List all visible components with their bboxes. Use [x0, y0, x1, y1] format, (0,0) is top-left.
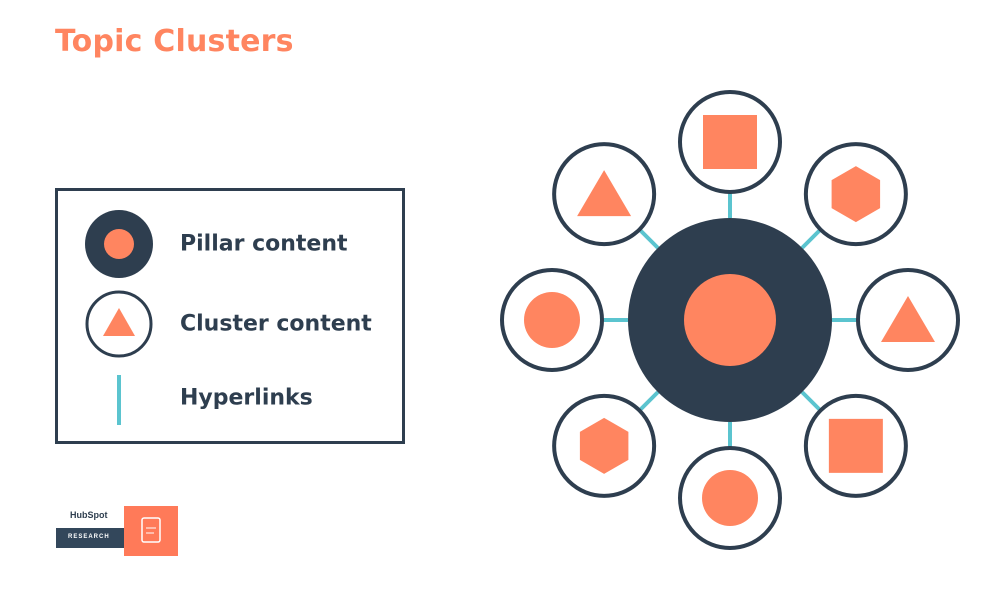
cluster-circle-shape-4	[702, 470, 758, 526]
cluster-square-shape-0	[703, 115, 757, 169]
cluster-triangle-shape-7	[577, 170, 632, 217]
cluster-square-shape-3	[828, 418, 883, 473]
logo-square	[124, 506, 178, 556]
hyperlink-7	[638, 228, 660, 250]
hyperlink-5	[638, 390, 660, 412]
legend-item-cluster: Cluster content	[58, 289, 402, 359]
legend-box: Pillar content Cluster content Hyperlink…	[55, 188, 405, 444]
hubspot-research-logo: HubSpot RESEARCH	[56, 506, 178, 556]
cluster-content-icon	[85, 290, 153, 358]
cluster-triangle-shape-2	[881, 296, 935, 342]
hyperlink-1	[800, 228, 822, 250]
legend-item-hyperlinks: Hyperlinks	[58, 363, 402, 433]
logo-brand: HubSpot	[70, 510, 108, 520]
legend-label-hyperlinks: Hyperlinks	[180, 385, 313, 411]
cluster-hexagon-shape-5	[579, 417, 629, 474]
cluster-circle-shape-6	[524, 292, 580, 348]
legend-label-cluster: Cluster content	[180, 311, 372, 337]
page-title: Topic Clusters	[55, 24, 294, 59]
document-icon	[141, 517, 161, 543]
cluster-hexagon-shape-1	[831, 166, 881, 223]
topic-cluster-diagram	[500, 90, 960, 550]
pillar-inner-circle	[684, 274, 776, 366]
logo-tag: RESEARCH	[68, 534, 110, 540]
pillar-content-icon	[85, 210, 153, 278]
legend-label-pillar: Pillar content	[180, 231, 348, 257]
hyperlink-3	[800, 390, 822, 412]
legend-item-pillar: Pillar content	[58, 209, 402, 279]
logo-bar: RESEARCH	[56, 528, 124, 548]
hyperlink-line-icon	[117, 375, 121, 425]
